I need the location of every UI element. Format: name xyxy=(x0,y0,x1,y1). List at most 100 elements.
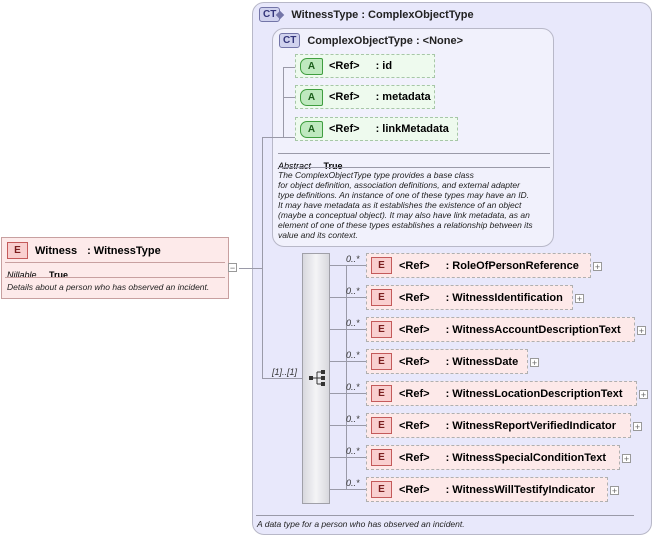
connector-line xyxy=(330,297,366,298)
element-occurrence: 0..* xyxy=(346,318,360,328)
complex-object-type-title: ComplexObjectType : <None> xyxy=(307,34,464,47)
witness-element-name: Witness xyxy=(35,244,78,257)
witness-type-doc: A data type for a person who has observe… xyxy=(257,519,465,529)
connector-line xyxy=(283,97,295,98)
element-ref: <Ref> xyxy=(399,419,430,432)
element-occurrence: 0..* xyxy=(346,286,360,296)
element-witness-date[interactable]: E <Ref> : WitnessDate xyxy=(366,349,528,374)
element-name: : WitnessIdentification xyxy=(445,291,563,304)
element-name: : WitnessLocationDescriptionText xyxy=(445,387,623,400)
witness-element-header: E Witness : WitnessType xyxy=(7,242,161,259)
expand-toggle[interactable]: + xyxy=(633,422,642,432)
divider xyxy=(278,167,550,168)
connector-line xyxy=(262,137,263,268)
element-witness-special-condition-text[interactable]: E <Ref> : WitnessSpecialConditionText xyxy=(366,445,620,470)
nillable-label: Nillable xyxy=(7,270,37,280)
element-occurrence: 0..* xyxy=(346,350,360,360)
witness-element-type: : WitnessType xyxy=(87,244,161,257)
attribute-ref: <Ref> xyxy=(329,91,360,103)
connector-line xyxy=(330,425,366,426)
divider xyxy=(256,515,634,516)
doc-line: element of one of these types establishe… xyxy=(278,220,533,230)
attribute-icon: A xyxy=(300,88,323,106)
connector-line xyxy=(330,457,366,458)
expand-toggle[interactable]: + xyxy=(530,358,539,368)
connector-line xyxy=(283,67,295,68)
divider xyxy=(5,262,225,263)
expand-toggle[interactable]: + xyxy=(639,390,648,400)
expand-toggle[interactable]: + xyxy=(637,326,646,336)
element-ref: <Ref> xyxy=(399,387,430,400)
connector-line xyxy=(239,268,263,269)
abstract-label: Abstract xyxy=(278,161,312,171)
attribute-name: : linkMetadata xyxy=(375,123,449,135)
doc-line: (maybe a conceptual object). It may also… xyxy=(278,210,530,220)
doc-line: The ComplexObjectType type provides a ba… xyxy=(278,170,474,180)
attribute-icon: A xyxy=(300,57,323,75)
complex-object-type-header: CT ComplexObjectType : <None> xyxy=(279,33,463,48)
attribute-ref: <Ref> xyxy=(329,60,360,72)
element-witness-will-testify-indicator[interactable]: E <Ref> : WitnessWillTestifyIndicator xyxy=(366,477,608,502)
witness-element-doc: Details about a person who has observed … xyxy=(7,282,210,292)
nillable-row: Nillable True xyxy=(7,265,68,283)
abstract-value: True xyxy=(323,161,343,171)
witness-element[interactable] xyxy=(1,237,229,299)
element-witness-account-description-text[interactable]: E <Ref> : WitnessAccountDescriptionText xyxy=(366,317,635,342)
element-witness-identification[interactable]: E <Ref> : WitnessIdentification xyxy=(366,285,573,310)
expand-toggle[interactable]: + xyxy=(575,294,584,304)
attribute-metadata[interactable]: A <Ref> : metadata xyxy=(295,85,435,109)
element-name: : RoleOfPersonReference xyxy=(445,259,579,272)
nillable-value: True xyxy=(48,270,68,280)
doc-line: for object definition, association defin… xyxy=(278,180,520,190)
element-role-of-person-reference[interactable]: E <Ref> : RoleOfPersonReference xyxy=(366,253,591,278)
element-ref: <Ref> xyxy=(399,355,430,368)
witness-type-header: CT WitnessType : ComplexObjectType xyxy=(259,7,474,22)
connector-line xyxy=(346,265,347,490)
doc-line: It may have metadata as it establishes t… xyxy=(278,200,522,210)
element-icon: E xyxy=(371,385,392,402)
expand-toggle[interactable]: + xyxy=(610,486,619,496)
element-occurrence: 0..* xyxy=(346,382,360,392)
element-icon: E xyxy=(7,242,28,259)
expand-toggle[interactable]: + xyxy=(593,262,602,272)
sequence-compositor[interactable] xyxy=(302,253,330,504)
element-icon: E xyxy=(371,289,392,306)
abstract-row: Abstract True xyxy=(278,156,342,174)
element-witness-report-verified-indicator[interactable]: E <Ref> : WitnessReportVerifiedIndicator xyxy=(366,413,631,438)
witness-type-title: WitnessType : ComplexObjectType xyxy=(291,8,474,21)
element-icon: E xyxy=(371,321,392,338)
element-icon: E xyxy=(371,353,392,370)
connector-line xyxy=(262,378,302,379)
extension-icon xyxy=(276,10,285,19)
connector-line xyxy=(330,361,366,362)
connector-line xyxy=(283,67,284,138)
element-occurrence: 0..* xyxy=(346,478,360,488)
attribute-link-metadata[interactable]: A <Ref> : linkMetadata xyxy=(295,117,458,141)
doc-line: type definitions. An instance of one of … xyxy=(278,190,530,200)
complex-type-icon: CT xyxy=(279,33,301,48)
element-icon: E xyxy=(371,481,392,498)
element-witness-location-description-text[interactable]: E <Ref> : WitnessLocationDescriptionText xyxy=(366,381,637,406)
expand-toggle[interactable]: + xyxy=(622,454,631,464)
collapse-toggle[interactable]: − xyxy=(228,263,237,273)
element-name: : WitnessAccountDescriptionText xyxy=(445,323,621,336)
attribute-name: : id xyxy=(375,60,393,72)
element-occurrence: 0..* xyxy=(346,414,360,424)
element-icon: E xyxy=(371,417,392,434)
connector-line xyxy=(330,393,366,394)
element-ref: <Ref> xyxy=(399,451,430,464)
element-name: : WitnessDate xyxy=(445,355,519,368)
element-icon: E xyxy=(371,449,392,466)
attribute-id[interactable]: A <Ref> : id xyxy=(295,54,435,78)
connector-line xyxy=(262,137,295,138)
attribute-icon: A xyxy=(300,120,323,138)
element-ref: <Ref> xyxy=(399,483,430,496)
attribute-ref: <Ref> xyxy=(329,123,360,135)
element-icon: E xyxy=(371,257,392,274)
divider xyxy=(5,277,225,278)
element-name: : WitnessWillTestifyIndicator xyxy=(445,483,595,496)
connector-line xyxy=(330,329,366,330)
element-ref: <Ref> xyxy=(399,323,430,336)
element-name: : WitnessSpecialConditionText xyxy=(445,451,607,464)
connector-line xyxy=(330,489,366,490)
